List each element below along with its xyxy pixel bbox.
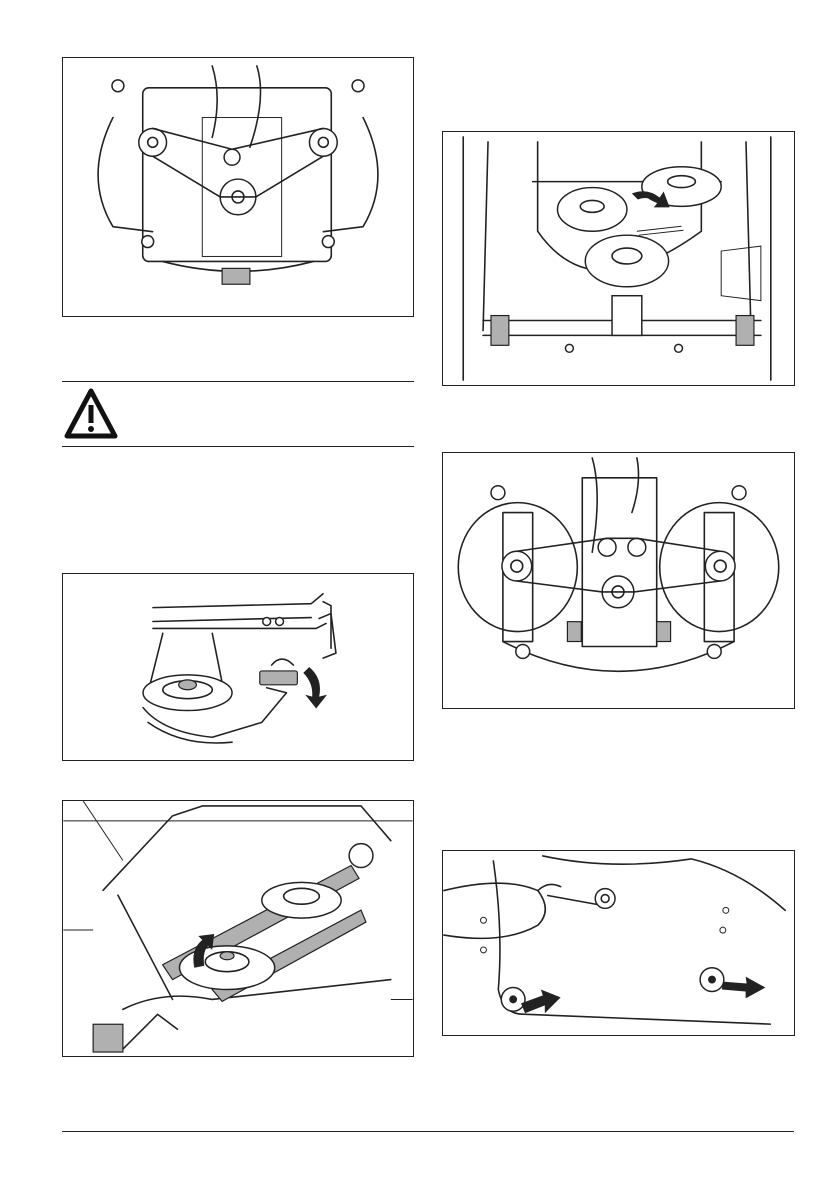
fig-belt-tensioner-view (442, 131, 795, 386)
mower-deck-full-view-drawing (443, 453, 794, 708)
deck-screw-removal-drawing (443, 851, 794, 1035)
footer-rule (62, 1131, 794, 1132)
idler-lever-pull-drawing (63, 574, 413, 760)
warning-triangle-icon (64, 388, 118, 440)
fig-deck-screws (442, 850, 795, 1036)
fig-belt-routing (62, 800, 414, 1057)
warning-block (62, 381, 414, 447)
fig-idler-lever (62, 573, 414, 761)
belt-tensioner-pulleys-drawing (443, 132, 794, 385)
belt-routing-pulley-drawing (63, 801, 413, 1056)
fig-deck-full-view (442, 452, 795, 709)
fig-deck-top-view (62, 57, 414, 317)
mower-deck-top-view-drawing (63, 58, 413, 316)
